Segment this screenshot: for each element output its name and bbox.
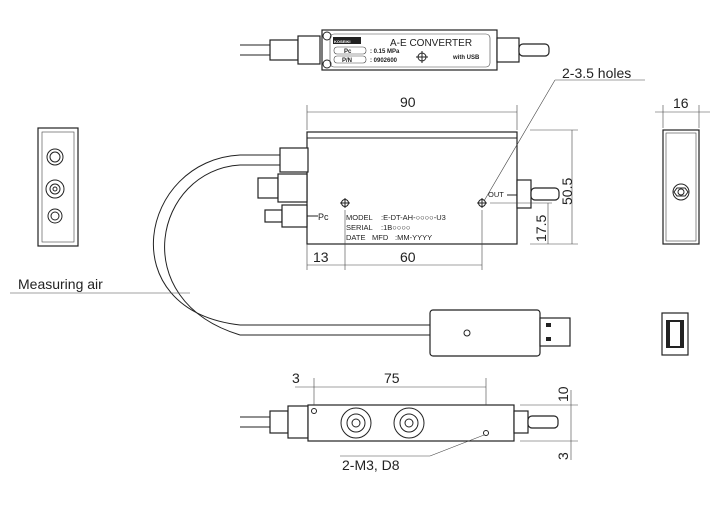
top-label-pc-value: : 0.15 MPa [370, 49, 400, 55]
dimensions-spacing-75: 75 [384, 370, 400, 386]
front-label-date-value: :MM-YYYY [395, 233, 432, 242]
top-label-subtitle: with USB [452, 55, 480, 61]
dimensions-depth-16: 16 [673, 95, 689, 111]
front-view: Pc OUT MODEL :E-DT-AH-○○○○-U3 SERIAL :1B… [152, 131, 560, 336]
front-label-mfd-key: MFD [372, 233, 389, 242]
front-label-serial-key: SERIAL [346, 223, 373, 232]
top-view: KOSEIKI A-E CONVERTER with USB Pc : 0.15… [240, 29, 550, 71]
callouts-holes: 2-3.5 holes [562, 65, 631, 81]
dimensions-offset-3-right: 3 [555, 452, 571, 460]
top-label-pc-label: Pc [344, 49, 352, 55]
front-label-model-key: MODEL [346, 213, 373, 222]
usb-connector [429, 309, 689, 357]
right-side-view: 16 [655, 95, 710, 245]
top-label-pn-value: : 0902600 [370, 58, 398, 64]
front-label-port-in: Pc [318, 212, 329, 222]
brand-logo [333, 37, 361, 44]
bottom-view: 3 75 10 3 2-M3, D8 [240, 370, 578, 473]
dimensions-height-17-5: 17.5 [533, 215, 549, 242]
top-label-brand: KOSEIKI [334, 39, 350, 44]
front-label-port-out: OUT [488, 190, 504, 199]
dimensions-offset-13: 13 [313, 249, 329, 265]
callouts-mount: 2-M3, D8 [342, 457, 400, 473]
dimensions-spacing-60: 60 [400, 249, 416, 265]
dimensions-offset-3-top: 3 [292, 370, 300, 386]
top-label-pn-label: P/N [342, 58, 352, 64]
dimensions-height-50-5: 50.5 [559, 178, 575, 205]
top-label-title: A-E CONVERTER [390, 38, 472, 49]
left-side-view [37, 127, 79, 247]
front-label-serial-value: :1B○○○○ [381, 223, 410, 232]
dimensions-width-90: 90 [400, 94, 416, 110]
callouts-measuring-air: Measuring air [18, 276, 103, 292]
front-label-date-key: DATE [346, 233, 365, 242]
front-dimensions: 90 50.5 17.5 13 60 2-3.5 holes Measuring… [10, 65, 645, 294]
dimensions-height-10: 10 [555, 386, 571, 402]
front-label-model-value: :E-DT-AH-○○○○-U3 [381, 213, 446, 222]
